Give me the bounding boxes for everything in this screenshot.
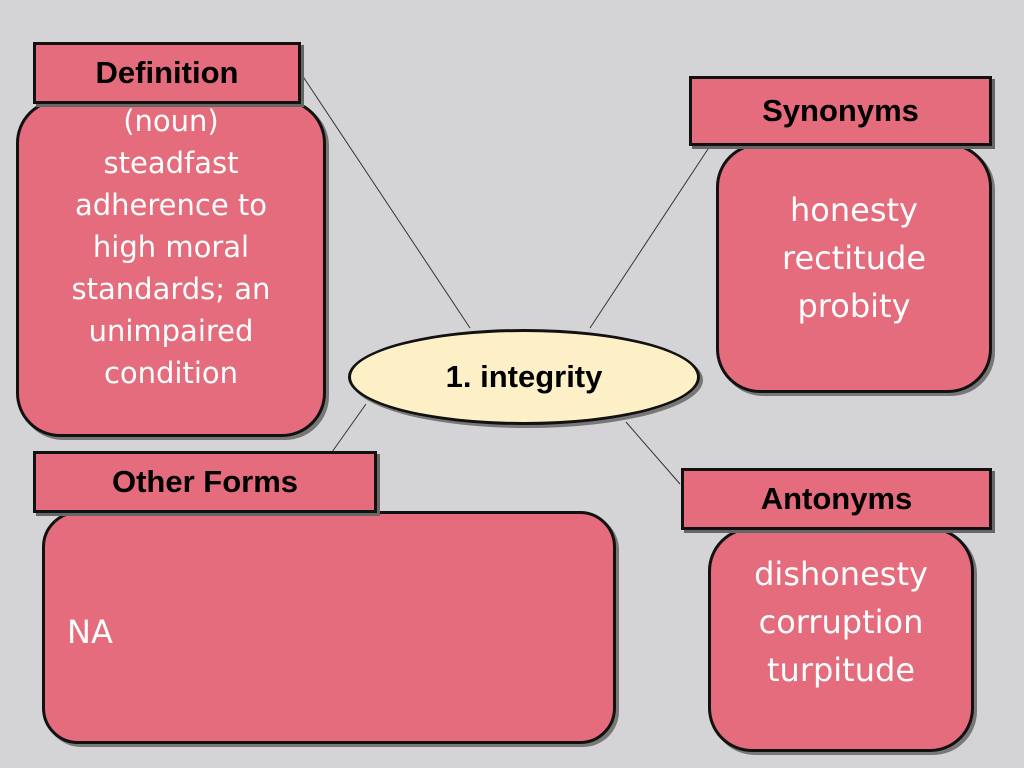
antonym-item: dishonesty [754,555,928,593]
definition-label: Definition [33,42,301,104]
antonym-item: turpitude [766,651,915,689]
definition-line: high moral [92,230,250,264]
connector-definition [299,71,471,329]
antonyms-box: dishonesty corruption turpitude [708,527,974,752]
other-forms-text: NA [67,613,113,651]
antonyms-text: dishonesty corruption turpitude [711,550,971,694]
definition-box: (noun) steadfast adherence to high moral… [16,99,326,437]
synonyms-text: honesty rectitude probity [719,186,989,330]
definition-line: condition [103,356,239,390]
other-forms-label: Other Forms [33,451,377,513]
connector-other-forms [331,403,367,453]
definition-line: standards; an [71,272,271,306]
synonyms-box: honesty rectitude probity [716,143,992,393]
definition-line: steadfast [103,146,239,180]
definition-text: (noun) steadfast adherence to high moral… [19,100,323,394]
synonyms-label: Synonyms [689,76,992,146]
definition-line: (noun) [123,104,219,138]
definition-line: unimpaired [88,314,254,348]
antonyms-label: Antonyms [681,468,992,530]
antonym-item: corruption [758,603,924,641]
other-forms-box: NA [42,511,616,744]
synonym-item: honesty [790,191,918,229]
center-term: 1. integrity [348,329,700,425]
definition-line: adherence to [74,188,268,222]
connector-synonyms [589,145,711,329]
synonym-item: rectitude [782,239,926,277]
synonym-item: probity [797,287,911,325]
connector-antonyms [625,421,681,485]
